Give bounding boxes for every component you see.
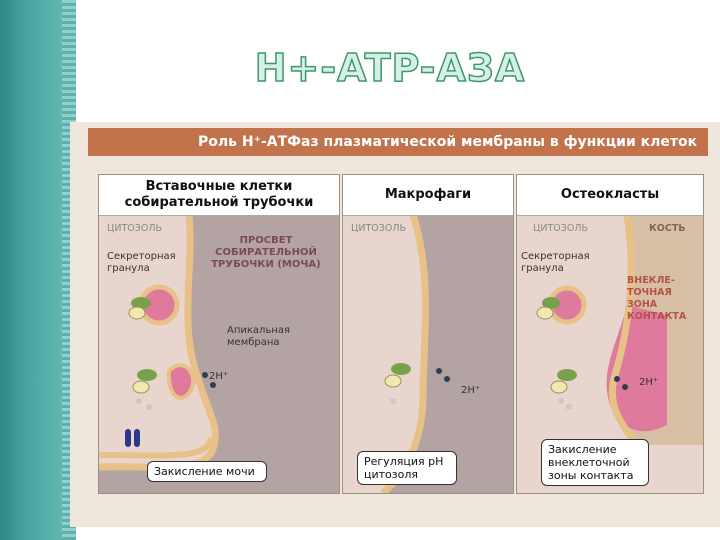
panel-2-caption: Регуляция pH цитозоля [357,451,457,485]
panel-1-cytosol-label: ЦИТОЗОЛЬ [107,223,162,234]
panel-3-title: Остеокласты [517,175,703,216]
panel-3-granule-label: Секреторная гранула [521,251,590,274]
figure-photo: Роль H⁺-АТФаз плазматической мембраны в … [70,122,720,527]
panel-1-caption: Закисление мочи [147,461,267,482]
panel-1-ions-label: 2H⁺ [209,371,229,382]
slide-left-bar [0,0,76,540]
figure-header: Роль H⁺-АТФаз плазматической мембраны в … [88,128,708,156]
panel-1-lumen-label: ПРОСВЕТ СОБИРАТЕЛЬНОЙ ТРУБОЧКИ (МОЧА) [211,235,321,270]
panel-3-bone-label: КОСТЬ [649,223,686,234]
panel-2-title: Макрофаги [343,175,513,216]
panel-1-title: Вставочные клетки собирательной трубочки [99,175,339,216]
panel-1-membrane-label: Апикальная мембрана [227,325,291,348]
panel-2-drawing [343,213,513,493]
panel-3-caption: Закисление внеклеточной зоны контакта [541,439,649,486]
panel-collecting-duct: Вставочные клетки собирательной трубочки… [98,174,340,494]
panel-2-ions-label: 2H⁺ [461,385,481,396]
slide-title: H+-ATP-АЗА [254,45,526,91]
panel-3-zone-label: ВНЕКЛЕ-ТОЧНАЯ ЗОНА КОНТАКТА [627,275,687,322]
panel-1-drawing [99,214,339,493]
panel-2-cytosol-label: ЦИТОЗОЛЬ [351,223,406,234]
panel-3-cytosol-label: ЦИТОЗОЛЬ [533,223,588,234]
panel-osteoclasts: Остеокласты ЦИТОЗОЛЬ КОСТЬ Секреторная г… [516,174,704,494]
panel-3-ions-label: 2H⁺ [639,377,659,388]
panel-1-granule-label: Секреторная гранула [107,251,176,274]
panel-macrophages: Макрофаги ЦИТОЗОЛЬ 2H⁺ Регуляция pH цито… [342,174,514,494]
